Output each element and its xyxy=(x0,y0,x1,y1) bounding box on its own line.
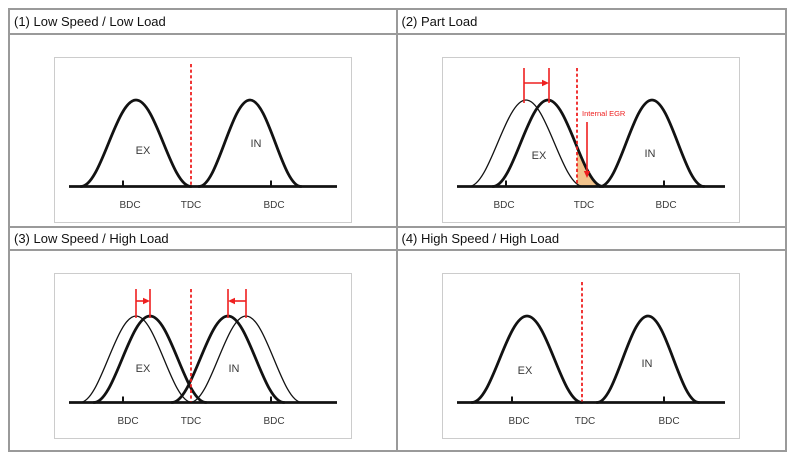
panel-1-title: (1) Low Speed / Low Load xyxy=(10,10,398,35)
in-valve-lift-curve xyxy=(595,314,701,404)
in-valve-lift-curve xyxy=(598,98,706,188)
bdc-axis-label: BDC xyxy=(119,200,140,211)
bdc-axis-label: BDC xyxy=(509,416,530,427)
panel-4-diagram: EX IN BDC TDC BDC xyxy=(442,273,741,439)
tdc-axis-label: TDC xyxy=(574,200,595,211)
internal-egr-arrowhead xyxy=(584,171,591,178)
panel-3-title: (3) Low Speed / High Load xyxy=(10,228,398,251)
bdc-axis-label: BDC xyxy=(263,416,284,427)
valve-timing-table: (1) Low Speed / Low Load (2) Part Load E… xyxy=(8,8,787,452)
tdc-axis-label: TDC xyxy=(180,416,201,427)
ex-curve-label: EX xyxy=(135,363,150,375)
panel-2-valve-timing-svg: Internal EGR EX IN BDC TDC BDC xyxy=(457,68,726,211)
internal-egr-label: Internal EGR xyxy=(582,109,626,118)
ex-valve-lift-curve xyxy=(79,98,193,188)
ex-valve-base-curve xyxy=(468,99,584,188)
in-curve-label: IN xyxy=(645,148,656,160)
tdc-axis-label: TDC xyxy=(180,200,201,211)
internal-egr-region xyxy=(577,146,604,187)
ex-curve-label: EX xyxy=(532,150,547,162)
panel-1-title-text: (1) Low Speed / Low Load xyxy=(14,14,166,29)
phase-shift-arrowhead xyxy=(142,297,150,305)
panel-3-body: EX IN BDC TDC BDC xyxy=(10,251,398,450)
bdc-axis-label: BDC xyxy=(263,200,284,211)
ex-curve-label: EX xyxy=(518,365,533,377)
tdc-axis-label: TDC xyxy=(575,416,596,427)
ex-valve-lift-curve xyxy=(470,314,584,404)
bdc-axis-label: BDC xyxy=(656,200,677,211)
panel-4-title-text: (4) High Speed / High Load xyxy=(401,231,560,246)
panel-3-diagram: EX IN BDC TDC BDC xyxy=(53,273,352,439)
panel-2-body: Internal EGR EX IN BDC TDC BDC xyxy=(397,35,785,228)
panel-2-title-text: (2) Part Load xyxy=(401,14,478,29)
in-curve-label: IN xyxy=(250,138,261,150)
bdc-axis-label: BDC xyxy=(494,200,515,211)
panel-2-title: (2) Part Load xyxy=(397,10,785,35)
ex-valve-retarded-curve xyxy=(491,98,605,188)
phase-shift-arrowhead xyxy=(542,79,550,87)
ex-curve-label: EX xyxy=(135,145,150,157)
panel-3-valve-timing-svg: EX IN BDC TDC BDC xyxy=(68,289,337,427)
panel-2-diagram: Internal EGR EX IN BDC TDC BDC xyxy=(442,57,741,223)
panel-3-title-text: (3) Low Speed / High Load xyxy=(14,231,169,246)
bdc-axis-label: BDC xyxy=(659,416,680,427)
in-curve-label: IN xyxy=(228,363,239,375)
phase-shift-arrowhead xyxy=(227,297,235,305)
bdc-axis-label: BDC xyxy=(117,416,138,427)
panel-1-body: EX IN BDC TDC BDC xyxy=(10,35,398,228)
in-valve-advanced-curve xyxy=(170,314,286,404)
panel-4-valve-timing-svg: EX IN BDC TDC BDC xyxy=(457,282,726,427)
panel-4-title: (4) High Speed / High Load xyxy=(397,228,785,251)
in-valve-lift-curve xyxy=(197,98,303,188)
panel-1-diagram: EX IN BDC TDC BDC xyxy=(53,57,352,223)
panel-1-valve-timing-svg: EX IN BDC TDC BDC xyxy=(68,64,337,211)
panel-4-body: EX IN BDC TDC BDC xyxy=(397,251,785,450)
in-curve-label: IN xyxy=(642,358,653,370)
in-valve-base-curve xyxy=(189,315,303,404)
